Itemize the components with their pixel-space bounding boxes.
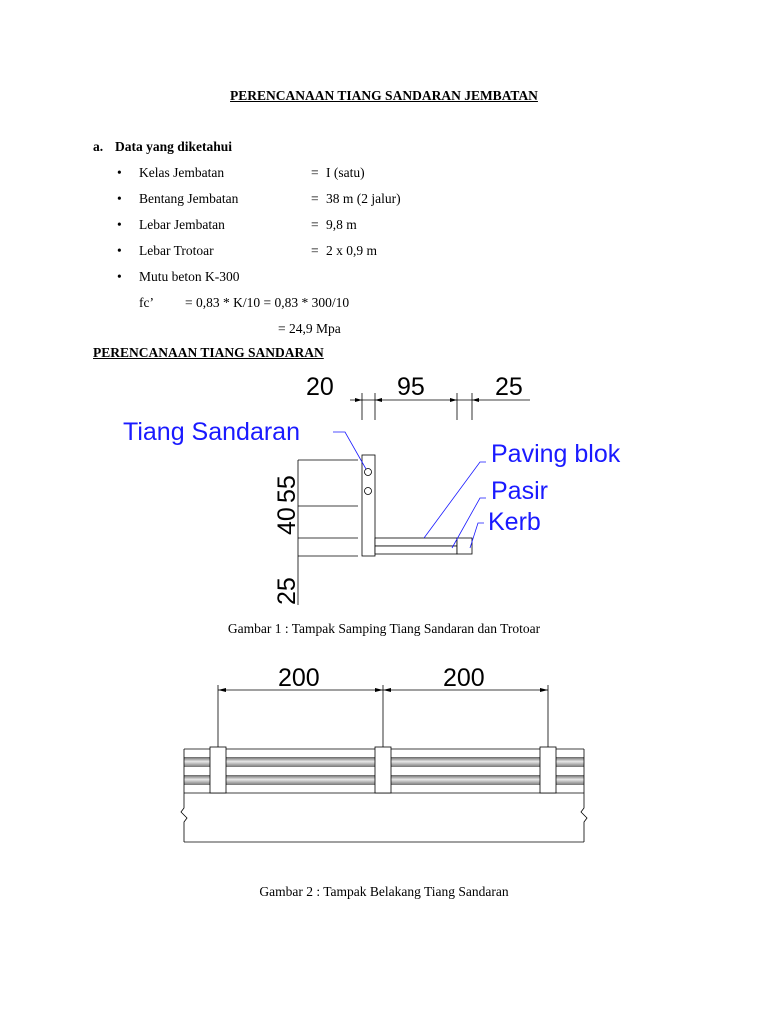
dim-left-40: 40: [273, 507, 301, 535]
dim-200-left: 200: [278, 664, 320, 692]
data-value: I (satu): [326, 165, 365, 180]
fc-expression-1: = 0,83 * K/10 = 0,83 * 300/10: [185, 295, 350, 310]
figure2-caption: Gambar 2 : Tampak Belakang Tiang Sandara…: [259, 884, 509, 899]
dim-top-25: 25: [495, 373, 523, 401]
section-label: Data yang diketahui: [115, 139, 233, 154]
label-kerb: Kerb: [488, 508, 541, 536]
dim-line-left: [297, 459, 358, 605]
dim-left-55: 55: [273, 475, 301, 503]
bullet-icon: •: [117, 191, 122, 206]
data-value: 9,8 m: [326, 217, 357, 232]
data-label: Bentang Jembatan: [139, 191, 239, 206]
sidewalk-shape: [374, 537, 473, 555]
page-title: PERENCANAAN TIANG SANDARAN JEMBATAN: [230, 88, 538, 103]
post-shape: [361, 454, 376, 557]
figure2-back-view: 200 200: [180, 664, 588, 843]
bullet-icon: •: [117, 269, 122, 284]
dim-line-back: [217, 685, 549, 748]
data-label: Lebar Trotoar: [139, 243, 214, 258]
subsection-title: PERENCANAAN TIANG SANDARAN: [93, 345, 324, 360]
data-eq: =: [311, 217, 319, 232]
dim-200-right: 200: [443, 664, 485, 692]
bullet-icon: •: [117, 243, 122, 258]
leader-lines: [333, 431, 486, 549]
fc-expression-2: = 24,9 Mpa: [278, 321, 341, 336]
post-blocks: [209, 746, 557, 794]
fc-symbol: fc’: [139, 295, 154, 310]
figure1-side-view: 20 95 25 55 40 25: [123, 373, 621, 605]
dim-left-25: 25: [273, 577, 301, 605]
dim-arrows-back: [218, 688, 548, 692]
section-a-heading: a. Data yang diketahui: [93, 139, 232, 155]
bullet-icon: •: [117, 217, 122, 232]
data-eq: =: [311, 243, 319, 258]
dim-top-95: 95: [397, 373, 425, 401]
dim-arrows-top: [355, 398, 479, 402]
data-label: Lebar Jembatan: [139, 217, 225, 232]
data-label: Kelas Jembatan: [139, 165, 225, 180]
data-value: 38 m (2 jalur): [326, 191, 401, 206]
dim-top-20: 20: [306, 373, 334, 401]
figure1-caption: Gambar 1 : Tampak Samping Tiang Sandaran…: [227, 621, 541, 636]
data-eq: =: [311, 165, 319, 180]
data-value: 2 x 0,9 m: [326, 243, 378, 258]
data-label: Mutu beton K-300: [139, 269, 240, 284]
label-pasir: Pasir: [491, 477, 548, 505]
section-letter: a.: [93, 139, 104, 154]
data-eq: =: [311, 191, 319, 206]
label-paving-blok: Paving blok: [491, 440, 621, 468]
bullet-icon: •: [117, 165, 122, 180]
label-tiang-sandaran: Tiang Sandaran: [123, 418, 300, 446]
